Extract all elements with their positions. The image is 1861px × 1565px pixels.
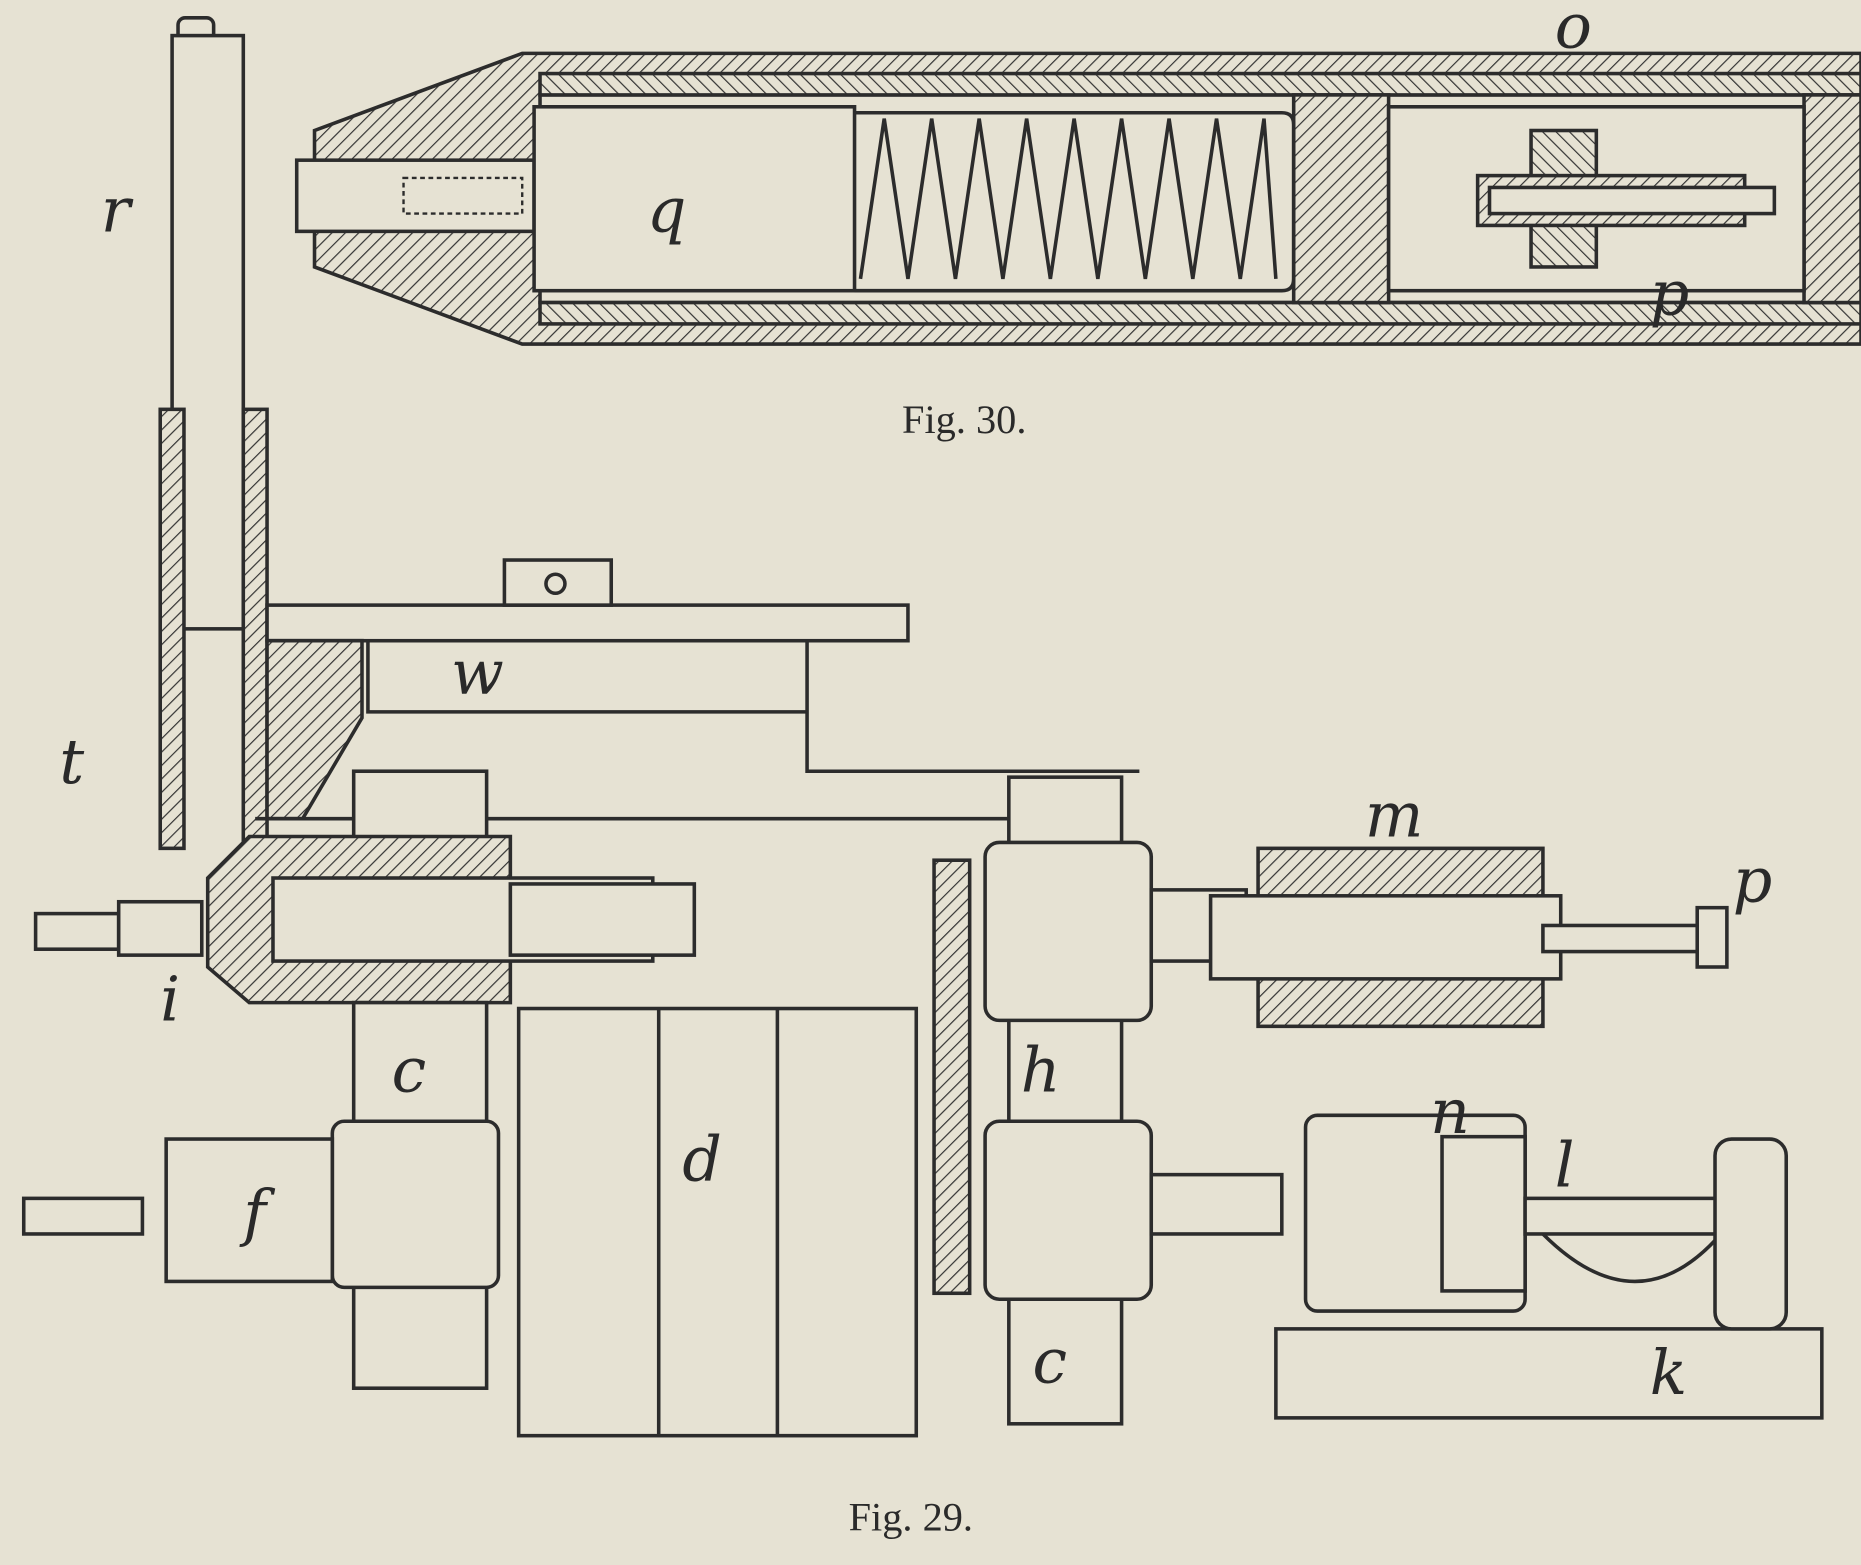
label-m: m [1365,779,1424,851]
label-r: r [101,174,134,246]
label-i: i [160,963,180,1035]
label-k: k [1650,1337,1687,1409]
label-h: h [1021,1035,1061,1107]
label-o: o [1555,0,1592,62]
label-c-left: c [392,1035,427,1107]
label-l: l [1555,1130,1575,1202]
figure-29-caption: Fig. 29. [849,1495,973,1540]
label-n: n [1430,1076,1470,1148]
label-p: p [1650,257,1690,329]
figure-30-drawing [294,51,1861,346]
label-p-fig29: p [1733,845,1773,917]
label-w: w [451,637,504,709]
label-q: q [647,174,687,246]
label-c-right: c [1033,1325,1068,1397]
label-t: t [59,726,84,798]
figure-29-drawing [21,16,1824,1438]
figure-30-caption: Fig. 30. [902,397,1026,442]
label-d: d [682,1124,722,1196]
